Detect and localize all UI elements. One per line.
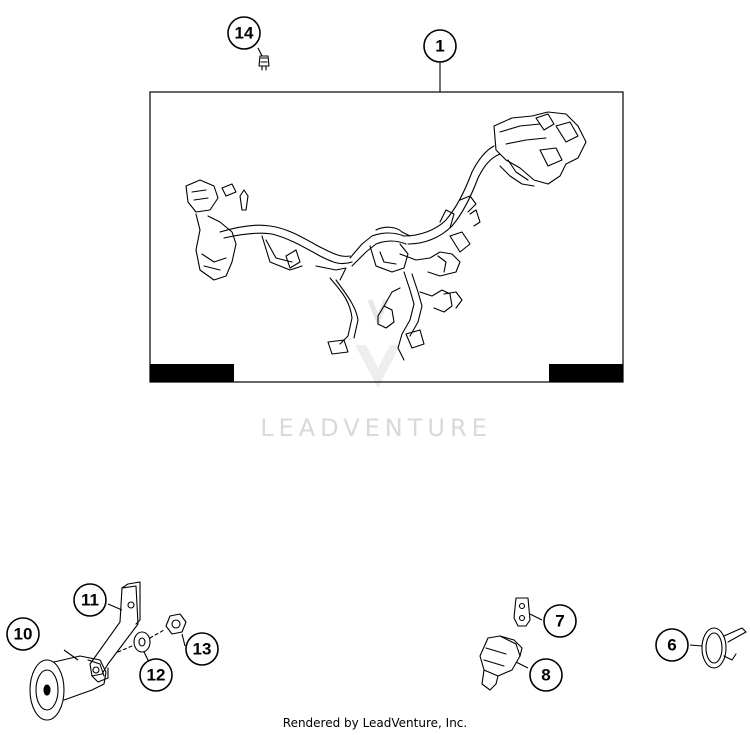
svg-text:11: 11 <box>81 591 99 610</box>
horn-bracket-part[interactable] <box>89 581 141 683</box>
wiring-harness-drawing[interactable] <box>185 111 587 361</box>
bulb-part[interactable] <box>258 55 270 71</box>
callout-7: 7 <box>543 604 577 638</box>
svg-text:13: 13 <box>193 640 212 659</box>
callout-1: 1 <box>423 29 457 63</box>
washer-part[interactable] <box>117 631 151 653</box>
svg-text:6: 6 <box>667 636 676 655</box>
leader-lines <box>63 47 703 669</box>
svg-text:7: 7 <box>555 612 564 631</box>
horn-part[interactable] <box>29 655 107 721</box>
svg-text:8: 8 <box>541 666 550 685</box>
wiring-harness-frame <box>149 91 624 383</box>
callout-11: 11 <box>73 583 107 617</box>
watermark: LEADVENTURE <box>260 299 492 442</box>
callout-14: 14 <box>227 16 261 50</box>
callout-8: 8 <box>529 658 563 692</box>
relay-bracket-part[interactable] <box>513 597 531 627</box>
callout-13: 13 <box>185 632 219 666</box>
svg-text:12: 12 <box>147 666 166 685</box>
relay-part[interactable] <box>479 635 523 691</box>
callout-12: 12 <box>139 658 173 692</box>
svg-text:10: 10 <box>14 625 33 644</box>
svg-text:14: 14 <box>235 24 254 43</box>
callout-10: 10 <box>6 617 40 651</box>
footer-credit: Rendered by LeadVenture, Inc. <box>283 716 467 730</box>
callout-6: 6 <box>655 628 689 662</box>
watermark-text: LEADVENTURE <box>260 414 492 442</box>
svg-text:1: 1 <box>435 37 444 56</box>
cable-tie-part[interactable] <box>701 627 747 669</box>
nut-part[interactable] <box>149 613 187 639</box>
